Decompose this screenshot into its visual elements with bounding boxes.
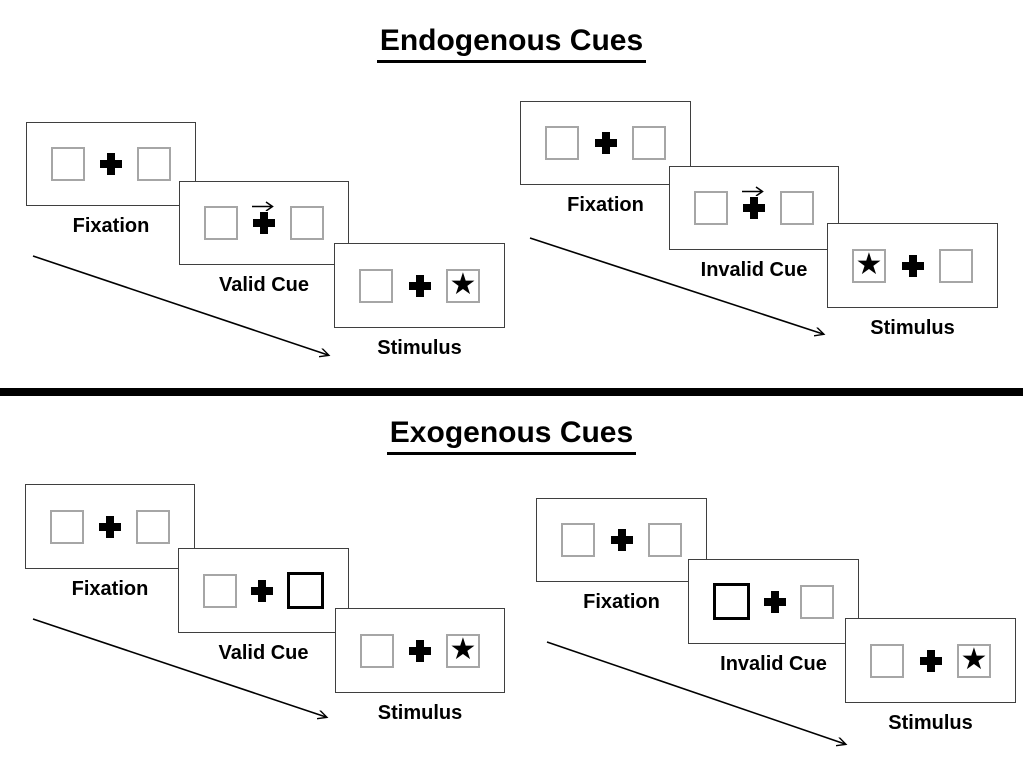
right-box: ★ [446,631,480,668]
fixation-cross-icon [409,639,431,662]
left-box [359,268,393,303]
left-box [545,126,579,160]
left-box [561,523,595,557]
right-arrow-icon [742,186,764,196]
endogenous-invalid-cue-panel [669,166,839,250]
fixation-cross-icon [408,274,431,297]
right-box [939,248,973,283]
fixation-cross-icon [99,515,121,538]
section-title-text: Endogenous Cues [376,24,647,63]
panel-label: Stimulus [888,712,973,734]
exogenous-invalid-stimulus-panel: ★ [845,618,1016,703]
right-box [632,126,666,160]
fixation-cross-icon [594,132,617,154]
star-icon: ★ [449,631,477,667]
right-box [648,523,682,557]
fixation-cross-icon [251,579,273,602]
panel-label: Valid Cue [218,642,309,664]
right-box: ★ [957,641,991,678]
timeline-arrow-icon [546,641,860,756]
right-arrow-icon [252,201,274,211]
fixation-cross-icon [100,153,122,175]
panel-label: Fixation [71,578,149,600]
fixation-cross-icon [764,590,786,613]
left-box [203,573,237,608]
left-box [870,643,904,678]
section-divider [0,388,1023,396]
right-box [780,191,814,225]
right-box [800,584,834,619]
panel-label: Stimulus [377,702,463,724]
panel-label: Valid Cue [218,274,310,296]
left-box [360,633,394,668]
fixation-cross-icon [743,197,765,219]
endogenous-valid-fixation-panel [26,122,196,206]
panel-label: Fixation [583,591,660,613]
star-icon: ★ [449,266,477,302]
timeline-arrow-icon [32,255,345,366]
endogenous-valid-stimulus-panel: ★ [334,243,505,328]
endogenous-invalid-stimulus-panel: ★ [827,223,998,308]
right-box-highlighted [287,572,324,609]
panel-label: Stimulus [870,317,955,339]
left-box-highlighted [713,583,750,620]
exogenous-invalid-cue-panel [688,559,859,644]
right-box [290,206,324,240]
fixation-cross-icon [610,529,633,551]
exogenous-invalid-fixation-panel [536,498,707,582]
exogenous-valid-stimulus-panel: ★ [335,608,505,693]
endogenous-valid-cue-panel [179,181,349,265]
right-box [137,147,171,181]
star-icon: ★ [960,641,988,677]
fixation-cross-icon [901,254,924,277]
timeline-arrow-icon [32,618,343,729]
section-title-text: Exogenous Cues [386,416,637,455]
fixation-cross-icon [253,212,275,234]
right-box: ★ [446,266,480,303]
panel-label: Fixation [72,215,150,237]
panel-label: Fixation [567,194,644,216]
section-title-endogenous: Endogenous Cues [0,24,1023,63]
exogenous-valid-fixation-panel [25,484,195,569]
left-box [51,147,85,181]
endogenous-invalid-fixation-panel [520,101,691,185]
left-box [694,191,728,225]
panel-label: Invalid Cue [720,653,827,675]
exogenous-valid-cue-panel [178,548,349,633]
fixation-cross-icon [919,649,942,672]
panel-label: Stimulus [377,337,462,359]
left-box [204,206,238,240]
right-box [136,509,170,544]
left-box: ★ [852,246,886,283]
left-box [50,509,84,544]
star-icon: ★ [855,246,883,282]
panel-label: Invalid Cue [700,259,808,281]
section-title-exogenous: Exogenous Cues [0,416,1023,455]
timeline-arrow-icon [529,237,840,347]
